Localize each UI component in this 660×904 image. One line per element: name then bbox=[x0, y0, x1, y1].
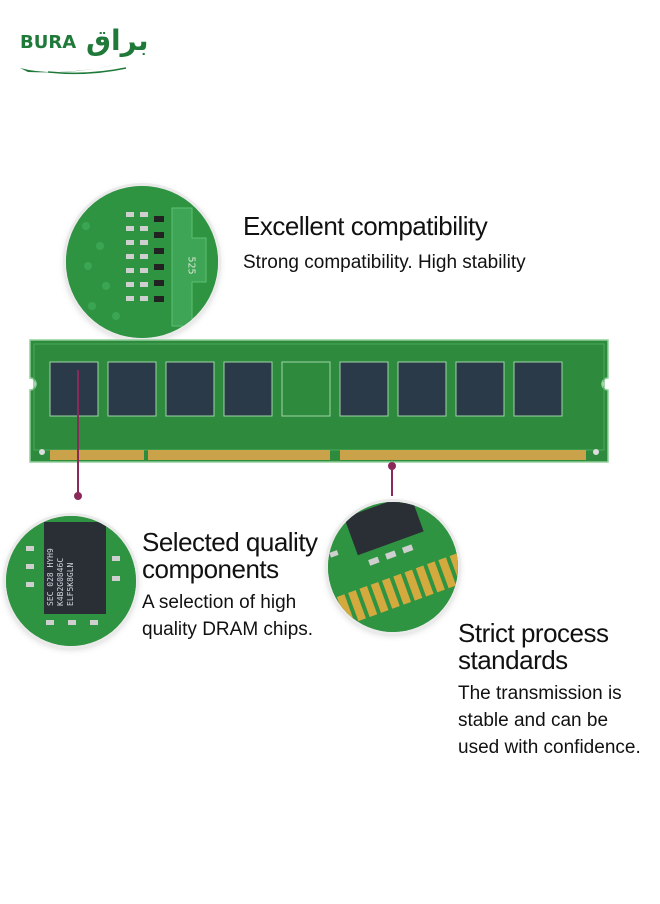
feature-process-desc-line-3: used with confidence. bbox=[458, 737, 641, 758]
chip-marking-line-1: SEC 028 HYH9 bbox=[46, 548, 55, 606]
logo-swoosh-icon bbox=[20, 64, 127, 75]
feature-components-title-line-1: Selected quality bbox=[142, 527, 318, 557]
brand-logo: BURA براق bbox=[18, 24, 149, 76]
feature-components-title: Selected quality components bbox=[142, 529, 318, 583]
gold-finger-closeup-icon bbox=[328, 502, 458, 632]
feature-process-title: Strict process standards bbox=[458, 620, 609, 674]
feature-process-desc-line-1: The transmission is bbox=[458, 683, 622, 704]
feature-process-title-line-1: Strict process bbox=[458, 618, 609, 648]
dram-chip-closeup-icon bbox=[6, 516, 136, 646]
feature-components-desc: A selection of high quality DRAM chips. bbox=[142, 589, 313, 643]
feature-components-title-line-2: components bbox=[142, 554, 279, 584]
brand-logo-arabic: براق bbox=[86, 24, 149, 57]
chip-marking: SEC 028 HYH9 K4B2G0846C ELF5K8GLN bbox=[46, 536, 134, 606]
pcb-closeup-icon bbox=[66, 186, 218, 338]
ram-module-illustration bbox=[29, 339, 609, 463]
zoom-circle-compatibility: 525 bbox=[66, 186, 218, 338]
chip-marking-line-2: K4B2G0846C bbox=[56, 557, 65, 606]
feature-process-title-line-2: standards bbox=[458, 645, 568, 675]
feature-compatibility-title: Excellent compatibility bbox=[243, 211, 488, 241]
feature-components-desc-line-2: quality DRAM chips. bbox=[142, 619, 314, 640]
zoom-circle-components: SEC 028 HYH9 K4B2G0846C ELF5K8GLN bbox=[6, 516, 136, 646]
chip-marking-line-3: ELF5K8GLN bbox=[66, 562, 75, 606]
feature-components-desc-line-1: A selection of high bbox=[142, 592, 297, 613]
zoom-circle-process bbox=[328, 502, 458, 632]
feature-process-desc: The transmission is stable and can be us… bbox=[458, 680, 641, 761]
feature-compatibility-desc: Strong compatibility. High stability bbox=[243, 252, 526, 273]
feature-process-desc-line-2: stable and can be bbox=[458, 710, 609, 731]
brand-logo-latin: BURA bbox=[20, 32, 77, 53]
